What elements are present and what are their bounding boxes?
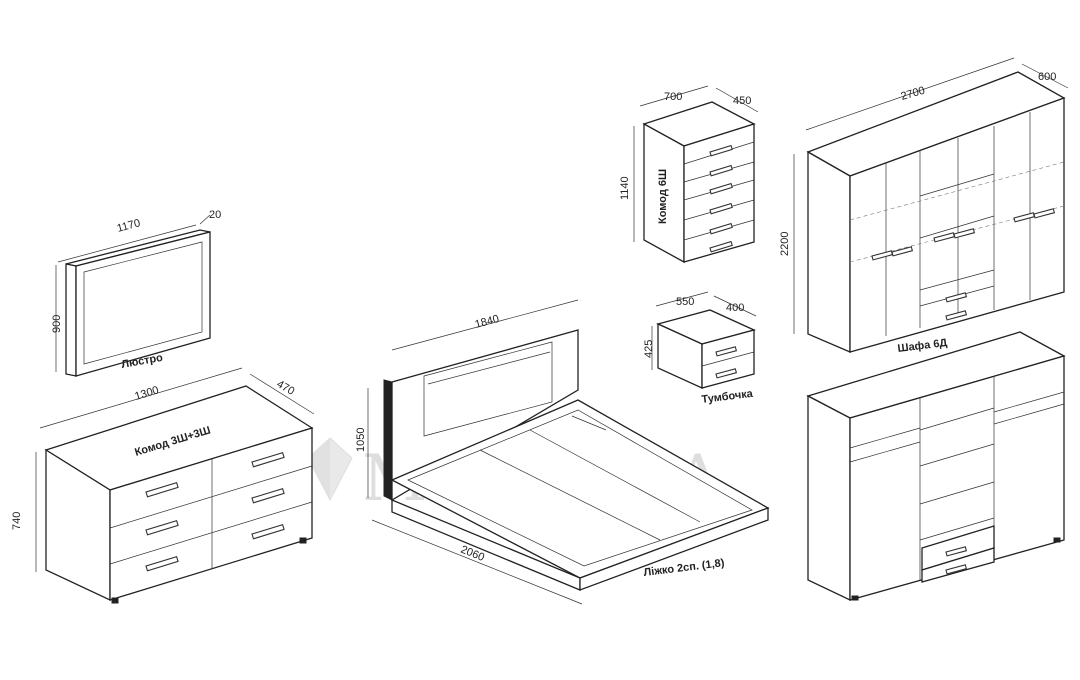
dresser-depth-label: 470	[275, 378, 297, 398]
chest-depth-label: 450	[733, 95, 751, 107]
wardrobe-height-label: 2200	[779, 232, 791, 256]
bed-width-label: 1840	[474, 313, 501, 331]
wardrobe-width-label: 2700	[900, 85, 927, 103]
mirror-height-label: 900	[51, 315, 63, 333]
bed-drawing: 1840 1050 2060 Ліжко 2сп. (1,8)	[355, 299, 770, 605]
wardrobe-open-drawing	[806, 331, 1066, 602]
wardrobe-depth-label: 600	[1038, 71, 1056, 83]
nightstand-depth-label: 400	[726, 302, 744, 314]
bed-height-label: 1050	[355, 428, 367, 452]
diamond-logo-icon	[307, 437, 353, 502]
chest-width-label: 700	[664, 91, 682, 103]
nightstand-height-label: 425	[643, 340, 655, 358]
mirror-depth-label: 20	[209, 209, 221, 221]
wardrobe-name-label: Шафа 6Д	[897, 337, 948, 355]
mirror-drawing: 1170 20 900 Люстро	[51, 209, 221, 377]
nightstand-name-label: Тумбочка	[701, 388, 754, 406]
nightstand-width-label: 550	[676, 296, 694, 308]
mirror-width-label: 1170	[116, 217, 142, 235]
dresser-drawing: 1300 470 740 Комод 3Ш+3Ш	[11, 367, 315, 604]
dresser-height-label: 740	[11, 512, 23, 530]
chest-height-label: 1140	[619, 176, 631, 200]
chest-name-label: Комод 6Ш	[657, 169, 669, 224]
chest-drawing: 700 450 1140 Комод 6Ш	[619, 85, 759, 264]
wardrobe-closed-drawing: 2700 600 2200 Шафа 6Д	[779, 57, 1069, 355]
nightstand-drawing: 550 400 425 Тумбочка	[643, 291, 757, 406]
dresser-width-label: 1300	[133, 384, 160, 403]
